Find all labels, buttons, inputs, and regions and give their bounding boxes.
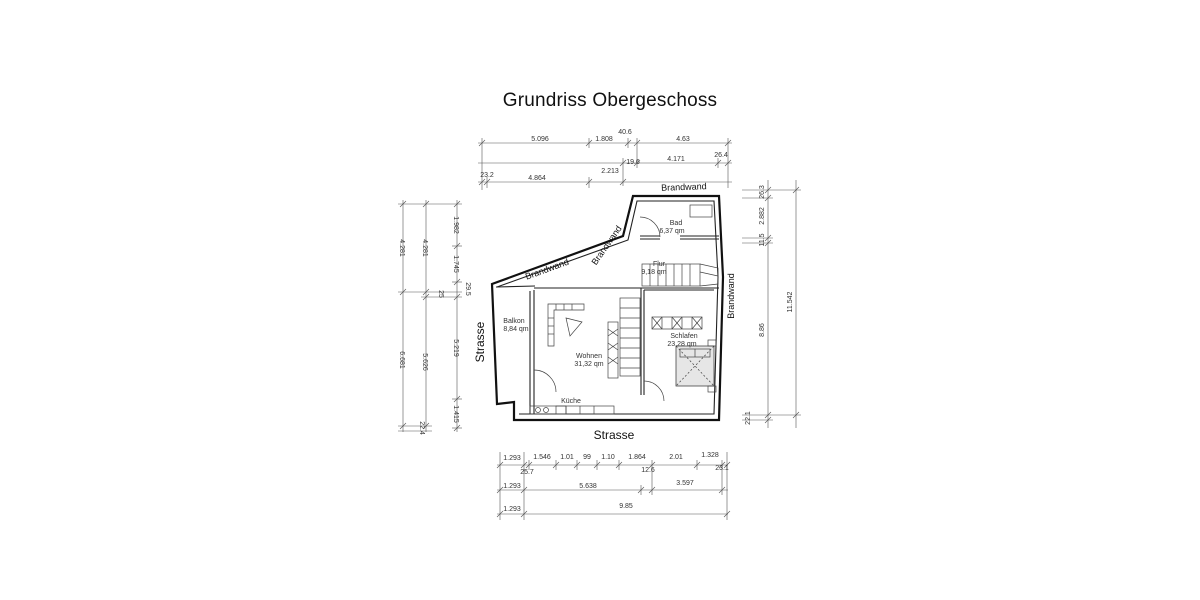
dim-right-c1-4: 22.1 <box>745 411 752 425</box>
dim-bot-r2-1: 5.638 <box>579 483 597 490</box>
dim-left-c3-3: 5.219 <box>452 339 459 357</box>
bathroom-fixtures <box>689 204 713 218</box>
dimension-chains-top: 5.096 1.808 40.6 4.63 19.6 4.171 26.4 23… <box>478 129 732 190</box>
outer-walls <box>490 194 725 422</box>
dim-bot-r1-4: 1.10 <box>601 454 615 461</box>
dim-bot-r1-7: 1.328 <box>701 452 719 459</box>
dim-top-r3-0: 23.2 <box>480 172 494 179</box>
dim-top-r3-1: 4.864 <box>528 175 546 182</box>
wardrobe <box>651 316 703 330</box>
dimension-chains-bottom: 1.293 1.546 1.01 99 1.10 1.864 2.01 1.32… <box>496 452 731 520</box>
room-area-schlafen: 23,28 qm <box>667 341 696 348</box>
dim-bot-r1-2: 1.01 <box>560 454 574 461</box>
dim-bot-r1b-0: 25.7 <box>520 469 534 476</box>
room-name-schlafen: Schlafen <box>670 333 697 340</box>
dim-top-r1-3: 4.63 <box>676 136 690 143</box>
dim-left-c2-1: 25 <box>437 290 444 298</box>
dim-top-r1-0: 5.096 <box>531 136 549 143</box>
dim-left-c2-0: 4.281 <box>421 239 428 257</box>
dim-right-c1-3: 8.86 <box>759 323 766 337</box>
dim-bot-r1-5: 1.864 <box>628 454 646 461</box>
kitchen-counter <box>529 405 615 415</box>
room-name-wohnen: Wohnen <box>576 353 602 360</box>
brandwand-label-top: Brandwand <box>661 181 707 193</box>
room-area-flur: 9,18 qm <box>641 269 666 276</box>
dim-bot-r3-0: 1.293 <box>503 506 521 513</box>
street-label-bottom: Strasse <box>594 428 635 442</box>
dim-bot-r1-6: 2.01 <box>669 454 683 461</box>
dim-right-c2-0: 11.542 <box>787 291 794 312</box>
dimension-chains-right: 26.3 2.882 11.5 8.86 22.1 11.542 <box>742 180 801 428</box>
dim-right-c1-1: 2.882 <box>759 207 766 225</box>
dim-left-c3-2: 29.5 <box>464 282 471 296</box>
dim-bot-r1b-2: 23.1 <box>715 465 729 472</box>
dim-bot-r1-0: 1.293 <box>503 455 521 462</box>
dim-left-c1-1: 6.681 <box>398 351 405 369</box>
dim-left-c1-0: 4.281 <box>398 239 405 257</box>
brandwand-label-left: Brandwand <box>524 257 570 282</box>
dim-top-r3-2: 2.213 <box>601 168 619 175</box>
room-area-wohnen: 31,32 qm <box>574 361 603 368</box>
staircase <box>607 263 719 379</box>
room-name-bad: Bad <box>670 220 683 227</box>
room-area-balkon: 8,84 qm <box>503 326 528 333</box>
dim-right-c1-0: 26.3 <box>759 185 766 199</box>
dim-bot-r2-0: 1.293 <box>503 483 521 490</box>
inner-walls <box>533 216 719 402</box>
room-name-kueche: Küche <box>561 398 581 405</box>
dim-left-c1-2: 22.4 <box>418 421 425 435</box>
plan-title: Grundriss Obergeschoss <box>502 90 718 111</box>
dim-left-c2-2: 5.626 <box>421 353 428 371</box>
dim-bot-r3-1: 9.85 <box>619 503 633 510</box>
dim-top-r1-1: 1.808 <box>595 136 613 143</box>
street-label-left: Strasse <box>473 321 487 362</box>
dim-left-c3-1: 1.745 <box>452 255 459 273</box>
dim-top-r2-0: 19.6 <box>626 159 640 166</box>
brandwand-label-right: Brandwand <box>726 273 736 319</box>
dim-left-c3-0: 1.982 <box>452 216 459 234</box>
dim-bot-r2-2: 3.597 <box>676 480 694 487</box>
room-area-bad: 6,37 qm <box>659 228 684 235</box>
dim-bot-r1-3: 99 <box>583 454 591 461</box>
room-name-balkon: Balkon <box>503 318 525 325</box>
sofa <box>547 303 585 347</box>
dim-top-r2-2: 26.4 <box>714 152 728 159</box>
dim-left-c3-4: 1.415 <box>452 405 459 423</box>
dim-bot-r1-1: 1.546 <box>533 454 551 461</box>
dim-top-r2-1: 4.171 <box>667 156 685 163</box>
dim-right-c1-2: 11.5 <box>759 233 766 246</box>
dim-top-r1-2: 40.6 <box>618 129 632 136</box>
dimension-chains-left: 4.281 6.681 22.4 4.281 25 5.626 1.982 1.… <box>398 200 471 435</box>
bed <box>675 339 717 393</box>
room-name-flur: Flur <box>653 261 666 268</box>
dim-bot-r1b-1: 12.6 <box>641 467 655 474</box>
